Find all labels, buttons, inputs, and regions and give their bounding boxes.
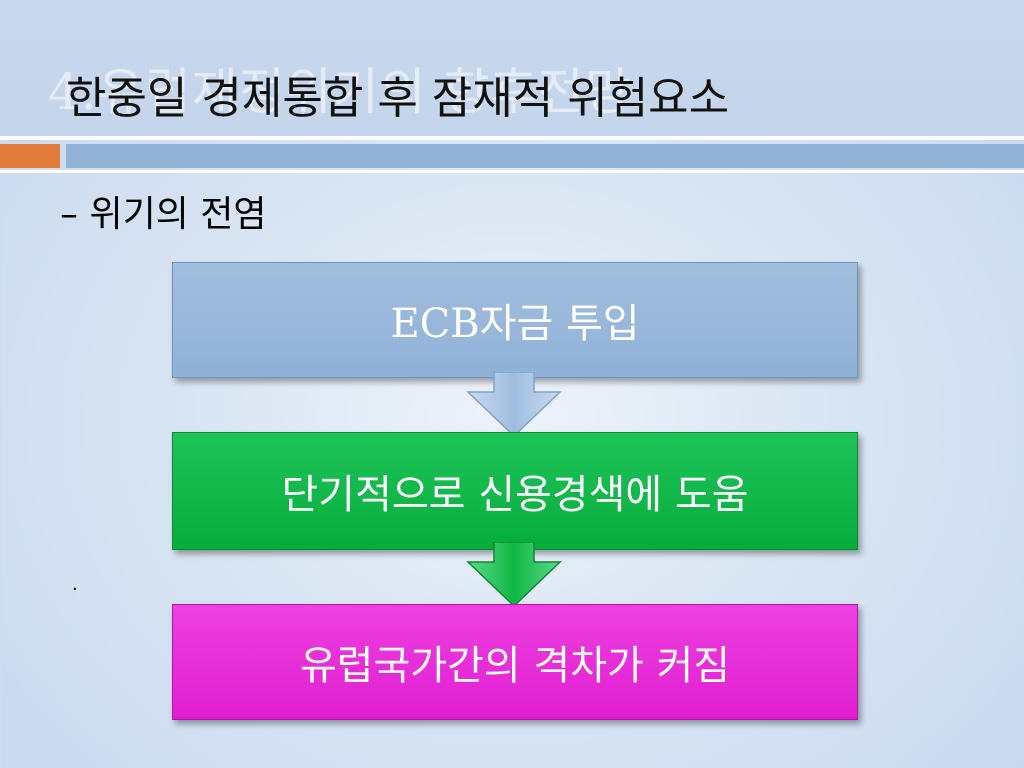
slide-title: 한중일 경제통합 후 잠재적 위험요소	[66, 73, 730, 124]
accent-bar-orange	[0, 144, 60, 168]
divider-white	[0, 136, 1024, 140]
down-arrow-icon	[466, 542, 562, 608]
flow-step-short-term-credit: 단기적으로 신용경색에 도움	[172, 432, 858, 550]
down-arrow-icon	[466, 372, 562, 438]
ghost-title: 4.유럽재정위기의 향후전망	[48, 63, 632, 121]
flow-step-widening-gap: 유럽국가간의 격차가 커짐	[172, 604, 858, 720]
accent-bar-blue	[66, 144, 1024, 168]
divider-white-lower	[0, 170, 1024, 173]
bullet-crisis-contagion: – 위기의 전염	[60, 194, 267, 235]
slide-left-border	[0, 0, 2, 768]
flow-step-ecb-funding: ECB자금 투입	[172, 262, 858, 378]
stray-dot: .	[72, 574, 78, 595]
title-band	[0, 0, 1024, 138]
